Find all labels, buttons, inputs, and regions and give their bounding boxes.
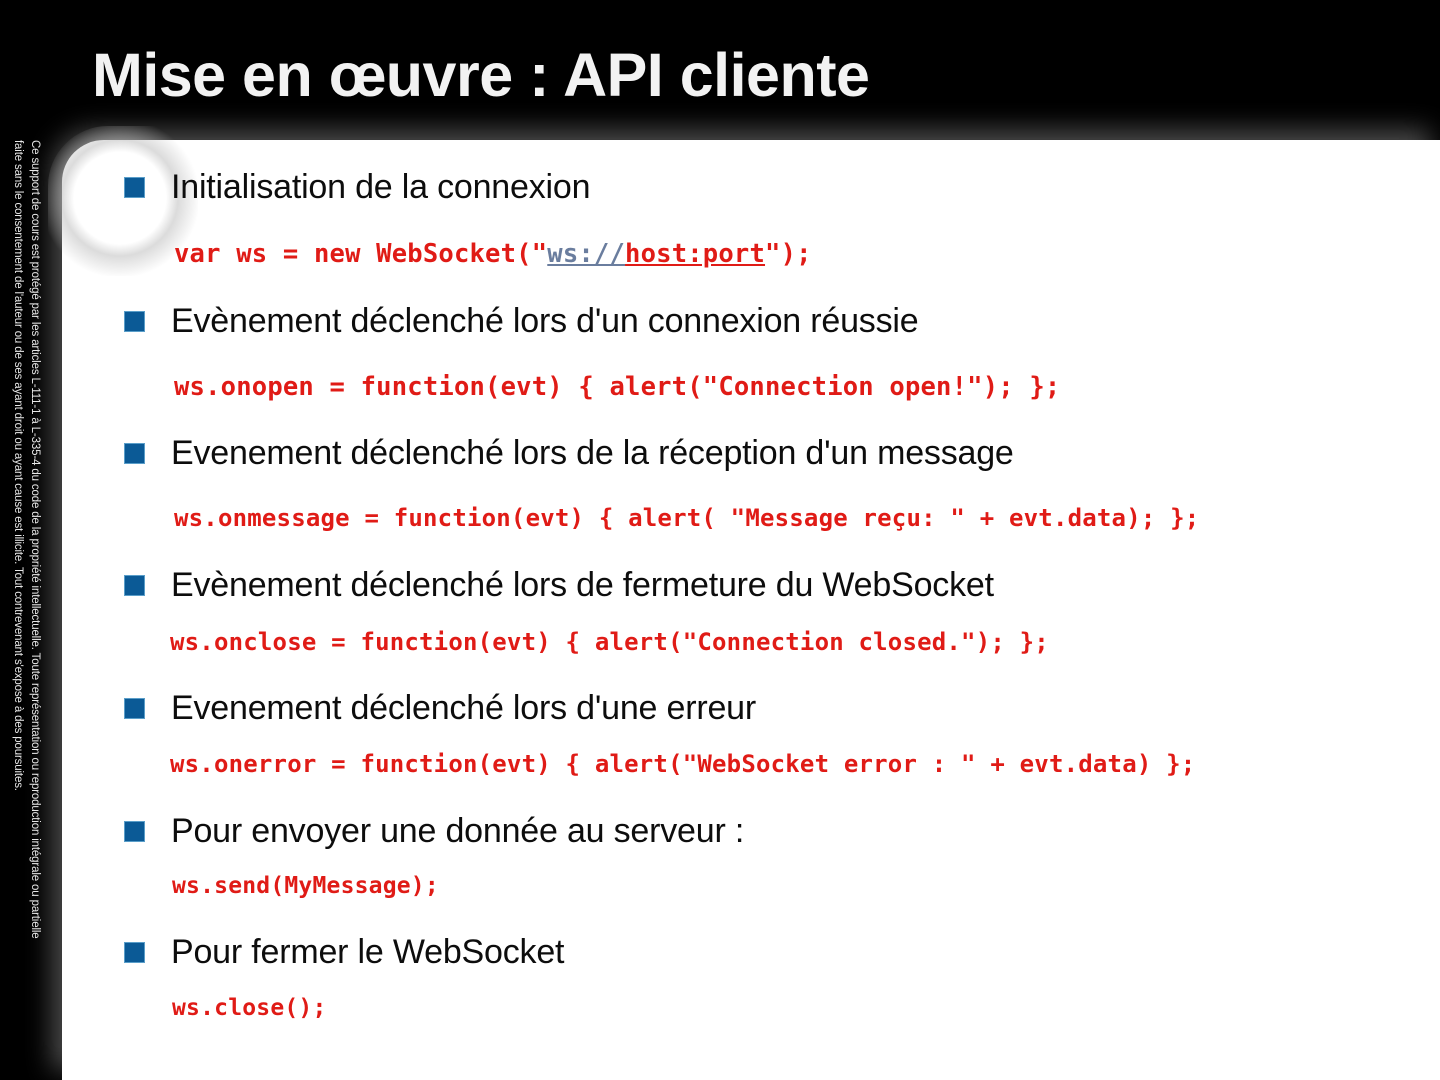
copyright-notice: Ce support de cours est protégé par les … xyxy=(0,140,56,1070)
code-link-scheme[interactable]: ws:// xyxy=(547,239,626,269)
list-item-label: Evènement déclenché lors de fermeture du… xyxy=(171,566,994,604)
bullet-square-icon xyxy=(124,698,145,719)
code-snippet-init: var ws = new WebSocket("ws://host:port")… xyxy=(174,239,812,269)
code-snippet-onmessage: ws.onmessage = function(evt) { alert( "M… xyxy=(174,504,1200,532)
code-snippet-onclose: ws.onclose = function(evt) { alert("Conn… xyxy=(170,628,1049,656)
list-item-label: Pour fermer le WebSocket xyxy=(171,933,565,971)
list-item: Evènement déclenché lors de fermeture du… xyxy=(124,564,994,606)
list-item-label: Evenement déclenché lors de la réception… xyxy=(171,434,1014,472)
slide-title: Mise en œuvre : API cliente xyxy=(92,41,870,109)
bullet-square-icon xyxy=(124,575,145,596)
list-item: Evenement déclenché lors d'une erreur xyxy=(124,687,756,729)
slide-content-panel: Initialisation de la connexion var ws = … xyxy=(48,126,1440,1080)
bullet-square-icon xyxy=(124,821,145,842)
bullet-square-icon xyxy=(124,443,145,464)
slide-body: Initialisation de la connexion var ws = … xyxy=(62,140,1440,1080)
bullet-square-icon xyxy=(124,177,145,198)
list-item-label: Evenement déclenché lors d'une erreur xyxy=(171,689,756,727)
list-item-label: Initialisation de la connexion xyxy=(171,168,591,206)
list-item: Pour fermer le WebSocket xyxy=(124,931,564,973)
code-snippet-onerror: ws.onerror = function(evt) { alert("WebS… xyxy=(170,750,1196,778)
list-item-label: Evènement déclenché lors d'un connexion … xyxy=(171,302,919,340)
list-item: Evènement déclenché lors d'un connexion … xyxy=(124,300,919,342)
list-item-label: Pour envoyer une donnée au serveur : xyxy=(171,812,745,850)
list-item: Evenement déclenché lors de la réception… xyxy=(124,432,1014,474)
code-snippet-close: ws.close(); xyxy=(172,995,327,1021)
list-item: Initialisation de la connexion xyxy=(124,166,590,208)
list-item: Pour envoyer une donnée au serveur : xyxy=(124,810,744,852)
bullet-square-icon xyxy=(124,942,145,963)
code-text-prefix: var ws = new WebSocket(" xyxy=(174,239,548,269)
code-snippet-send: ws.send(MyMessage); xyxy=(172,873,439,899)
copyright-line-2: faite sans le consentement de l'auteur o… xyxy=(12,140,24,791)
code-text-suffix: "); xyxy=(765,239,812,269)
bullet-square-icon xyxy=(124,311,145,332)
copyright-line-1: Ce support de cours est protégé par les … xyxy=(29,140,41,939)
code-snippet-onopen: ws.onopen = function(evt) { alert("Conne… xyxy=(174,372,1061,402)
code-link-host[interactable]: host:port xyxy=(625,239,766,269)
